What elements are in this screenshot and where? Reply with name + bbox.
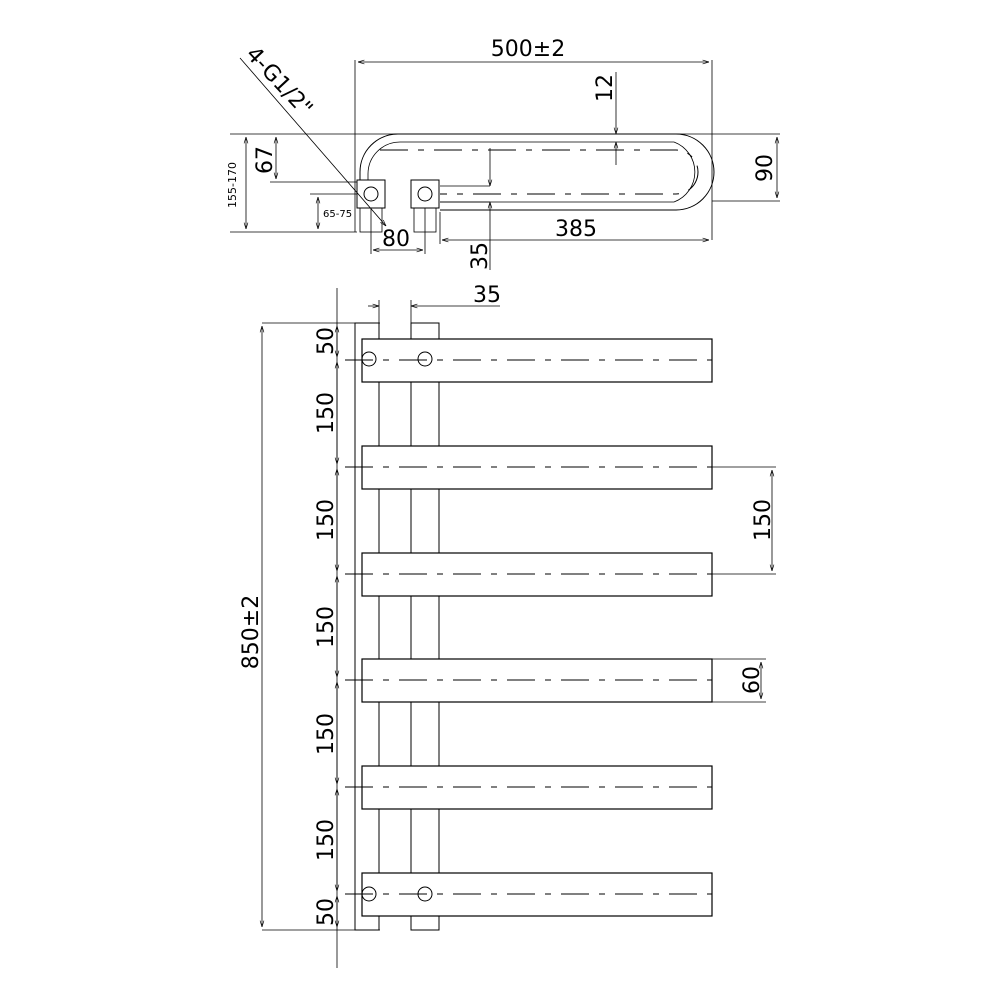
loop-outline-inner (367, 141, 696, 203)
dim-depth: 90 (753, 154, 778, 182)
loop-outline-outer (359, 133, 715, 211)
dim-spacing-5: 150 (314, 819, 339, 861)
right-inlet-block (410, 179, 440, 209)
connection-note: 4-G1/2" (241, 42, 317, 121)
dim-wall-range: 155-170 (226, 162, 239, 208)
bar-5 (345, 765, 713, 810)
dim-wall-axis: 67 (253, 146, 278, 174)
bar-3 (345, 552, 713, 597)
dim-inlet-spacing: 80 (382, 227, 410, 252)
dim-spacing-bottom: 50 (314, 898, 339, 926)
dim-column-width: 35 (473, 283, 501, 308)
left-column (354, 322, 380, 931)
leader-line (239, 57, 386, 226)
dim-overall-width: 500±2 (491, 37, 565, 62)
dim-inlet-offset: 35 (468, 242, 493, 270)
left-inlet-block (356, 179, 386, 209)
dim-tube-thickness: 12 (593, 74, 618, 102)
dim-rail-length: 385 (555, 217, 597, 242)
right-inlet-circle (417, 186, 433, 202)
dim-overall-height: 850±2 (239, 595, 264, 669)
top-view: 500±2 12 90 67 155-170 65-75 80 385 35 4 (226, 37, 780, 270)
right-column (410, 322, 440, 931)
bar-2 (345, 445, 713, 490)
bar-4 (345, 658, 713, 703)
dim-spacing-4: 150 (314, 713, 339, 755)
bar-1 (345, 338, 713, 383)
dim-spacing-3: 150 (314, 606, 339, 648)
dim-right-spacing: 150 (751, 499, 776, 541)
dim-spacing-2: 150 (314, 499, 339, 541)
bar-6 (345, 872, 713, 917)
loop-centerline (380, 149, 699, 195)
dim-bracket-range: 65-75 (323, 209, 352, 220)
dim-spacing-1: 150 (314, 392, 339, 434)
front-view: 35 850±2 50 150 150 150 150 150 50 150 6… (239, 283, 776, 968)
dim-spacing-top: 50 (314, 327, 339, 355)
left-inlet-circle (363, 186, 379, 202)
dim-bar-height: 60 (740, 666, 765, 694)
